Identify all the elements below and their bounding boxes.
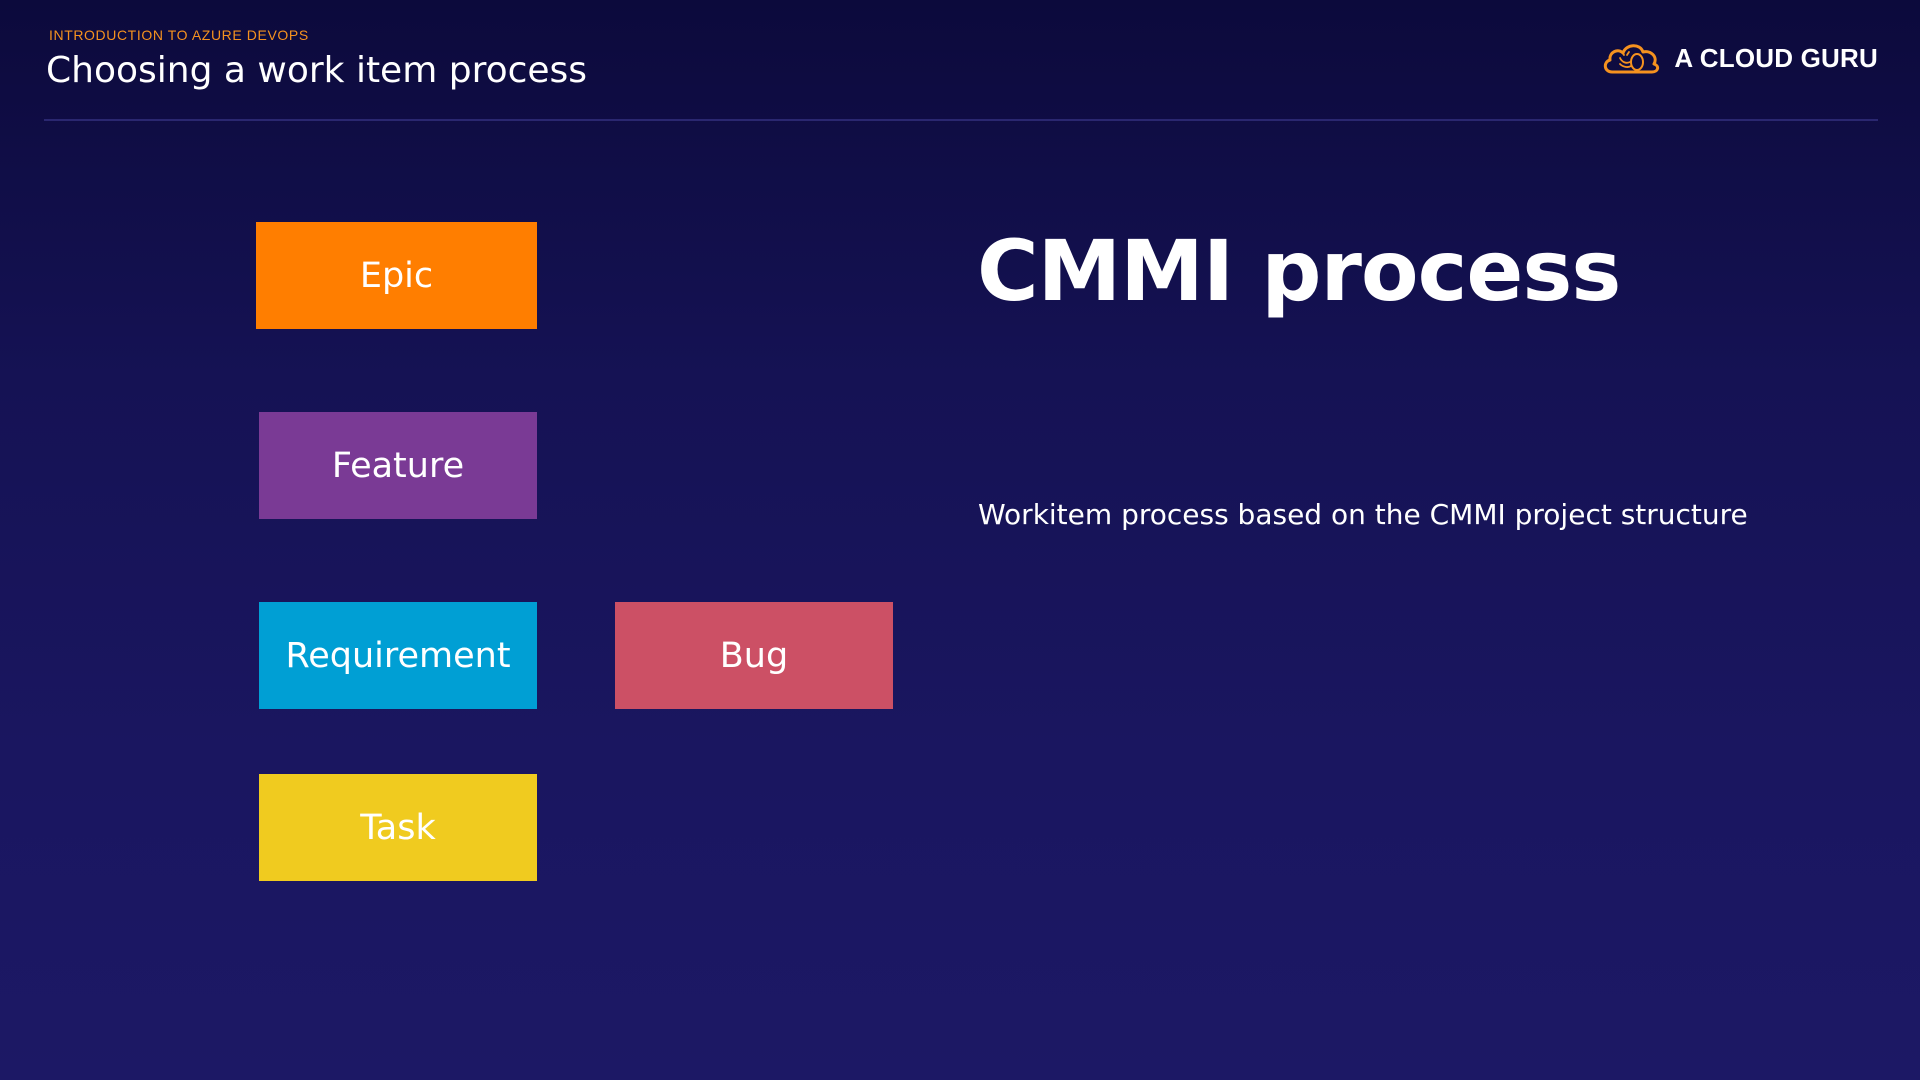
- work-item-task: Task: [259, 774, 537, 881]
- brand-logo: A CLOUD GURU: [1600, 38, 1878, 78]
- process-heading: CMMI process: [977, 222, 1621, 320]
- work-item-epic: Epic: [256, 222, 537, 329]
- cloud-logo-icon: [1604, 44, 1660, 74]
- work-item-bug: Bug: [615, 602, 893, 709]
- work-item-feature: Feature: [259, 412, 537, 519]
- header-divider: [44, 119, 1878, 121]
- slide-title: Choosing a work item process: [46, 50, 588, 91]
- work-item-requirement: Requirement: [259, 602, 537, 709]
- course-eyebrow: INTRODUCTION TO AZURE DEVOPS: [49, 27, 309, 43]
- process-description: Workitem process based on the CMMI proje…: [978, 498, 1748, 531]
- brand-name: A CLOUD GURU: [1674, 42, 1878, 73]
